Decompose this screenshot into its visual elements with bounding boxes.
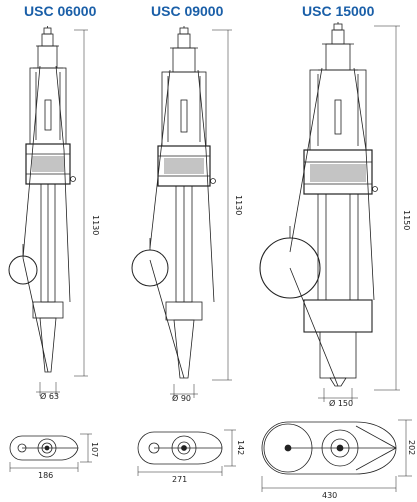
usc-09000-height-dim: 1130 [234, 195, 243, 215]
usc-15000-diameter-dim: Ø 150 [329, 398, 353, 408]
usc-09000-width-dim: 142 [236, 440, 245, 455]
usc-06000-width-dim: 107 [90, 442, 99, 457]
usc-15000-length-dim: 430 [322, 491, 337, 500]
usc-15000-top-view [261, 419, 412, 492]
usc-09000-side-view [131, 26, 232, 398]
usc-15000-width-dim: 202 [407, 440, 416, 455]
usc-09000-diameter-dim: Ø 90 [172, 393, 191, 403]
usc-06000-height-dim: 1130 [91, 215, 100, 235]
usc-15000-side-view [259, 22, 400, 402]
usc-09000-top-view [137, 429, 236, 476]
usc-06000-top-view [9, 433, 92, 472]
usc-06000-diameter-dim: Ø 63 [40, 391, 59, 401]
model-title-usc-06000: USC 06000 [24, 3, 97, 19]
usc-09000-length-dim: 271 [172, 475, 187, 484]
usc-06000-side-view [8, 26, 88, 396]
model-title-usc-09000: USC 09000 [151, 3, 224, 19]
usc-15000-height-dim: 1150 [402, 210, 411, 230]
usc-06000-length-dim: 186 [38, 471, 53, 480]
model-title-usc-15000: USC 15000 [302, 3, 375, 19]
